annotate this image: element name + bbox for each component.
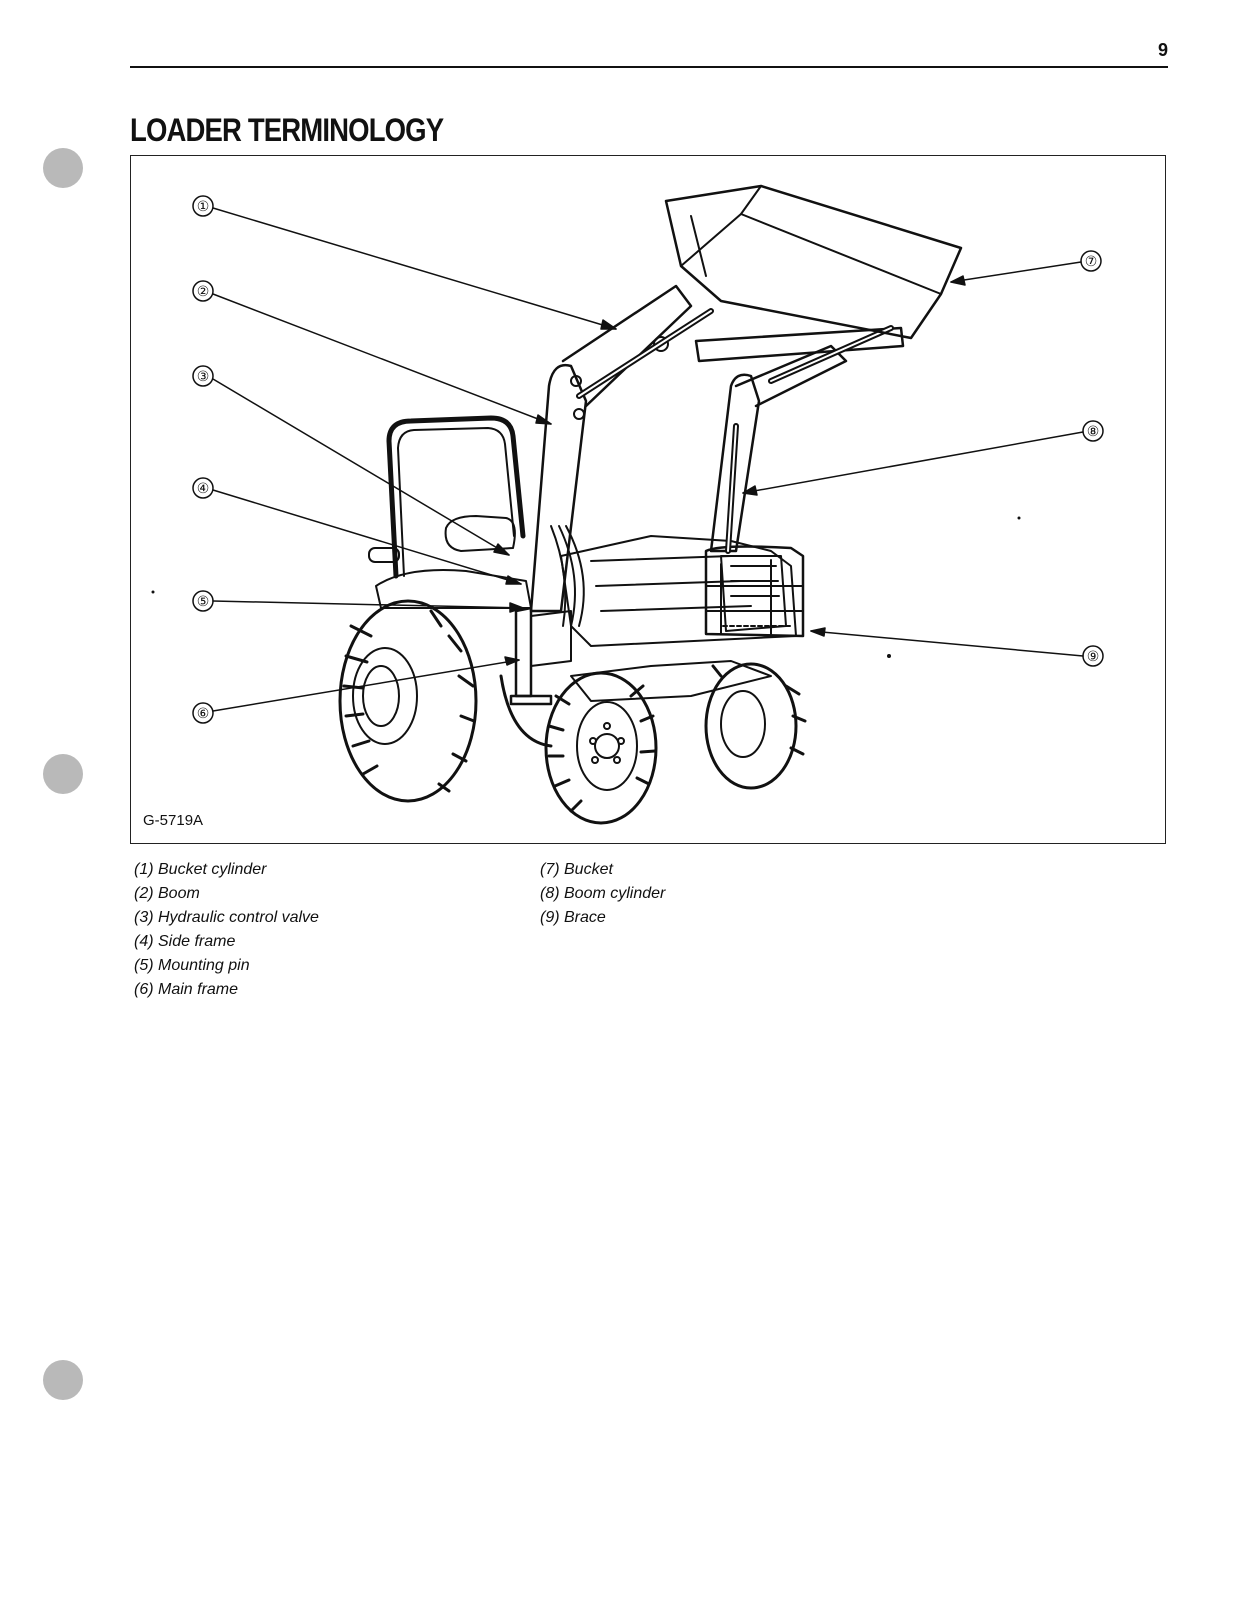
callout-7: ⑦ — [1085, 254, 1098, 270]
legend-left-column: (1) Bucket cylinder (2) Boom (3) Hydraul… — [134, 858, 319, 1002]
legend-item: (3) Hydraulic control valve — [134, 909, 319, 926]
figure-code: G-5719A — [143, 812, 204, 829]
header-rule — [130, 66, 1168, 68]
legend-item: (8) Boom cylinder — [540, 885, 666, 902]
legend-item: (1) Bucket cylinder — [134, 861, 267, 878]
callout-9: ⑨ — [1087, 649, 1100, 665]
callout-1: ① — [197, 199, 210, 215]
punch-hole-top — [43, 148, 83, 188]
callout-8: ⑧ — [1087, 424, 1100, 440]
callout-4: ④ — [197, 481, 210, 497]
tractor-loader-illustration: ① ② ③ ④ ⑤ ⑥ ⑦ — [151, 184, 1104, 825]
legend-item: (4) Side frame — [134, 933, 236, 950]
callout-6: ⑥ — [197, 706, 210, 722]
punch-hole-bottom — [43, 1360, 83, 1400]
legend-right-column: (7) Bucket (8) Boom cylinder (9) Brace — [540, 858, 665, 930]
legend-item: (2) Boom — [134, 885, 200, 902]
callout-5: ⑤ — [197, 594, 210, 610]
punch-hole-middle — [43, 754, 83, 794]
legend-item: (5) Mounting pin — [134, 957, 250, 974]
legend-item: (7) Bucket — [540, 861, 613, 878]
page-title: LOADER TERMINOLOGY — [130, 112, 444, 148]
callout-2: ② — [197, 284, 210, 300]
tractor-loader-figure: ① ② ③ ④ ⑤ ⑥ ⑦ — [130, 155, 1166, 844]
callout-3: ③ — [197, 369, 210, 385]
legend-item: (9) Brace — [540, 909, 606, 926]
page-number: 9 — [1157, 40, 1168, 60]
legend-item: (6) Main frame — [134, 981, 239, 998]
